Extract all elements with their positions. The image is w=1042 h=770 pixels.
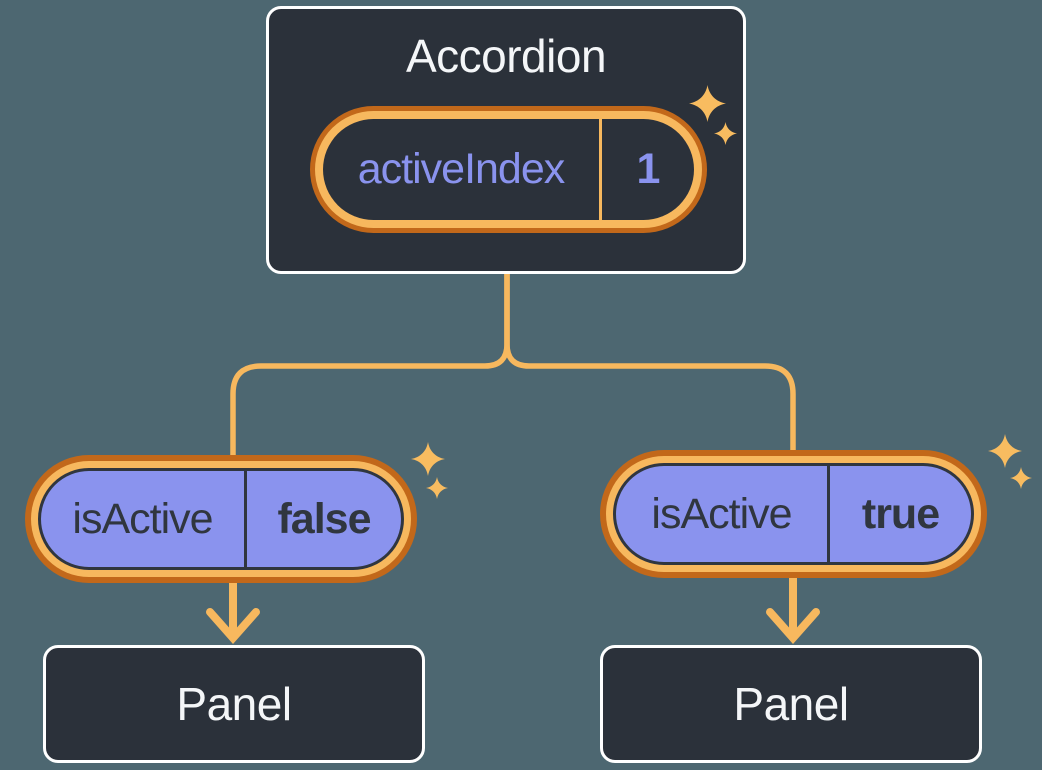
tree-connector-left (230, 271, 510, 470)
pill-divider (827, 466, 830, 562)
prop-pill-isactive-right: isActive true (613, 463, 974, 565)
pill-divider (599, 119, 602, 220)
state-pill-activeindex: activeIndex 1 (323, 119, 694, 220)
arrow-down-left-icon (206, 608, 260, 645)
sparkle-icon (988, 434, 1022, 468)
prop-pill-label: isActive (651, 489, 792, 538)
panel-node-left: Panel (43, 645, 425, 763)
arrow-down-right-icon (766, 608, 820, 645)
pill-divider (244, 471, 247, 567)
prop-pill-label: isActive (72, 494, 213, 543)
sparkle-icon (689, 85, 726, 122)
tree-connector-right (504, 271, 796, 465)
sparkle-icon (426, 477, 448, 499)
sparkle-icon (411, 442, 445, 476)
panel-title: Panel (176, 678, 292, 730)
prop-pill-isactive-left: isActive false (38, 468, 404, 570)
accordion-title: Accordion (405, 30, 607, 82)
panel-title: Panel (733, 678, 849, 730)
sparkle-icon (714, 122, 737, 145)
state-pill-label: activeIndex (357, 145, 566, 193)
prop-pill-value: true (861, 489, 940, 538)
sparkle-icon (1010, 467, 1032, 489)
state-pill-value: 1 (636, 145, 661, 193)
prop-pill-value: false (277, 494, 371, 543)
panel-node-right: Panel (600, 645, 982, 763)
accordion-node: Accordion activeIndex 1 (266, 6, 746, 274)
